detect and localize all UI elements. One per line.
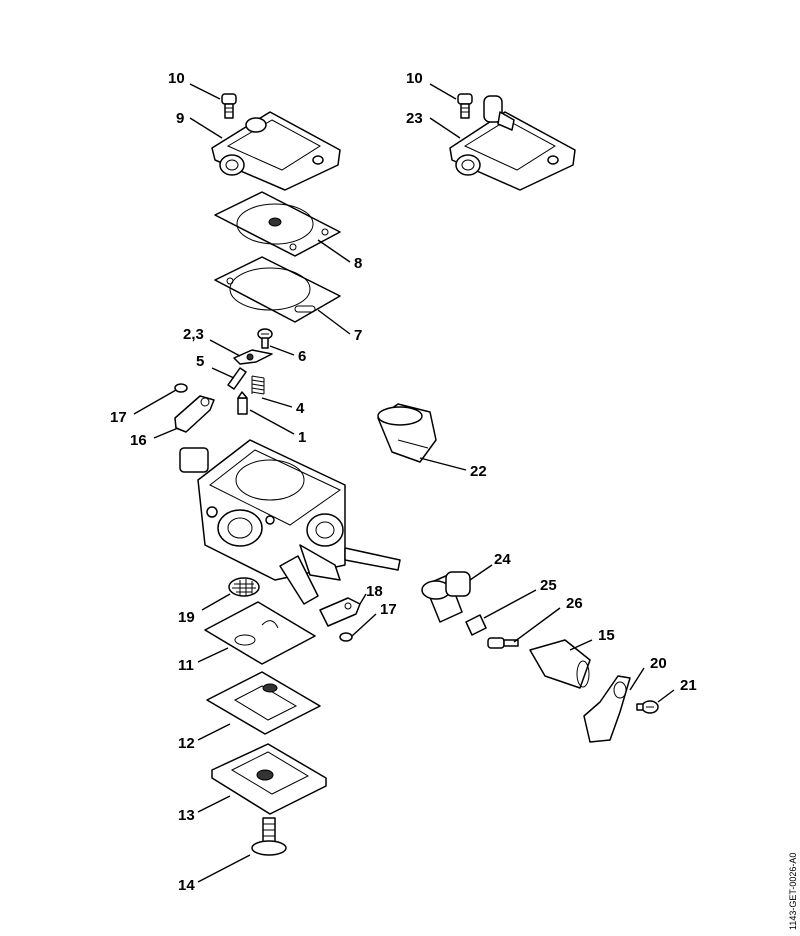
- part-26-screw: [487, 637, 519, 649]
- label-part-15: 15: [598, 627, 615, 644]
- part-17-clip-lower: [339, 632, 353, 642]
- label-part-19: 19: [178, 609, 195, 626]
- label-part-16: 16: [130, 432, 147, 449]
- label-part-6: 6: [298, 348, 306, 365]
- part-11-gasket: [204, 601, 316, 665]
- part-22-cap: [377, 403, 437, 463]
- part-16-lever: [174, 395, 215, 433]
- part-19-filter-screen: [228, 577, 260, 597]
- label-part-11: 11: [178, 657, 194, 674]
- label-part-12: 12: [178, 735, 195, 752]
- label-part-21: 21: [680, 677, 697, 694]
- label-part-7: 7: [354, 327, 362, 344]
- part-10-screw-left: [221, 93, 237, 119]
- label-part-14: 14: [178, 877, 195, 894]
- label-part-17-lower: 17: [380, 601, 397, 618]
- label-part-9: 9: [176, 110, 184, 127]
- label-part-23: 23: [406, 110, 423, 127]
- part-6-screw: [257, 328, 273, 349]
- label-part-24: 24: [494, 551, 511, 568]
- label-part-17-upper: 17: [110, 409, 127, 426]
- part-13-cover: [211, 743, 327, 815]
- part-18-lever: [319, 597, 361, 627]
- label-part-22: 22: [470, 463, 487, 480]
- leader-lines: [133, 83, 675, 883]
- part-8-diaphragm: [214, 191, 341, 257]
- part-10-screw-right: [457, 93, 473, 119]
- label-part-25: 25: [540, 577, 557, 594]
- label-part-10-left: 10: [168, 70, 185, 87]
- label-part-18: 18: [366, 583, 383, 600]
- part-25-clip: [465, 614, 487, 636]
- label-part-20: 20: [650, 655, 667, 672]
- label-part-26: 26: [566, 595, 583, 612]
- part-12-metering-diaphragm: [206, 671, 321, 735]
- part-2-3-lever: [233, 349, 273, 365]
- part-15-sleeve: [529, 639, 591, 689]
- part-24-elbow: [421, 571, 471, 623]
- part-5-pin: [227, 367, 247, 390]
- label-part-10-right: 10: [406, 70, 423, 87]
- part-9-pump-cover: [211, 111, 341, 191]
- part-1-inlet-needle: [237, 391, 248, 415]
- label-part-1: 1: [298, 429, 306, 446]
- carburetor-body: [179, 439, 401, 605]
- part-17-clip-upper: [174, 383, 188, 393]
- part-labels: 10 9 10 23 8 7 2,3 6 5 4 17 16 1 22 24 2…: [110, 70, 697, 894]
- label-part-13: 13: [178, 807, 195, 824]
- label-part-5: 5: [196, 353, 204, 370]
- part-4-spring: [251, 375, 265, 395]
- part-7-gasket: [214, 256, 341, 323]
- part-20-bracket: [583, 675, 631, 743]
- part-14-bolt: [251, 817, 287, 856]
- diagram-reference-code: 1143-GET-0026-A0: [788, 853, 798, 930]
- label-part-2-3: 2,3: [183, 326, 204, 343]
- part-21-screw: [636, 700, 659, 714]
- label-part-8: 8: [354, 255, 362, 272]
- label-part-4: 4: [296, 400, 305, 417]
- part-23-pump-cover-fitting: [449, 95, 576, 191]
